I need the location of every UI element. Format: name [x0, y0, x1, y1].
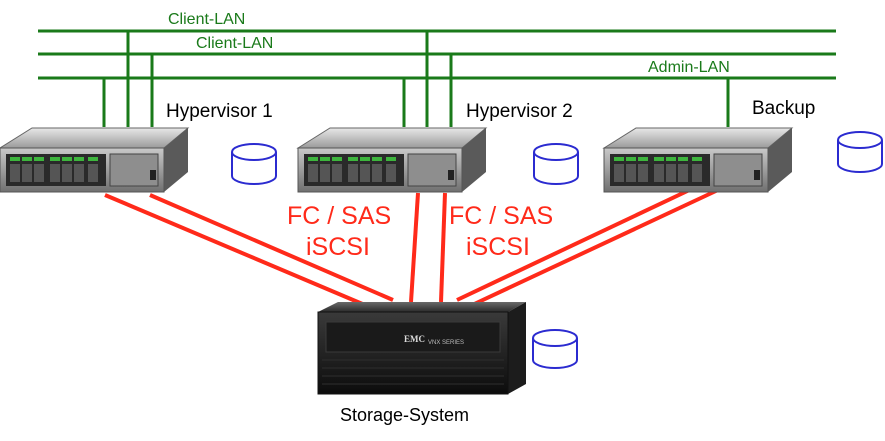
protocol-right-line1: FC / SAS [449, 202, 553, 230]
hv1-san-link-1 [104, 193, 373, 310]
client-lan-1-label: Client-LAN [168, 11, 245, 28]
hypervisor-2-server [296, 127, 488, 193]
client-lan-2-label: Client-LAN [196, 35, 273, 52]
protocol-right-line2: iSCSI [466, 233, 530, 261]
storage-system-device: EMC VNX SERIES [317, 302, 526, 395]
protocol-left-line1: FC / SAS [287, 202, 391, 230]
storage-disk-icon [532, 329, 578, 369]
hypervisor-1-disk-icon [231, 143, 277, 185]
hv2-san-link-1 [409, 192, 420, 303]
backup-disk-icon [837, 131, 883, 173]
backup-server [602, 127, 794, 193]
hypervisor-2-disk-icon [533, 143, 579, 185]
hypervisor-1-server [0, 127, 190, 193]
backup-san-link-2 [469, 188, 719, 308]
hv1-san-link-2 [149, 193, 394, 302]
storage-system-label: Storage-System [340, 405, 469, 425]
hypervisor-1-label: Hypervisor 1 [166, 101, 273, 122]
storage-series-logo: VNX SERIES [428, 340, 464, 346]
backup-label: Backup [752, 98, 815, 119]
lan-lines [38, 29, 836, 127]
storage-brand-logo: EMC [404, 334, 425, 344]
san-links [104, 183, 719, 310]
hypervisor-2-label: Hypervisor 2 [466, 101, 573, 122]
admin-lan-label: Admin-LAN [648, 59, 730, 76]
protocol-left-line2: iSCSI [306, 233, 370, 261]
hv2-san-link-2 [439, 192, 447, 303]
backup-san-link-1 [456, 183, 701, 302]
